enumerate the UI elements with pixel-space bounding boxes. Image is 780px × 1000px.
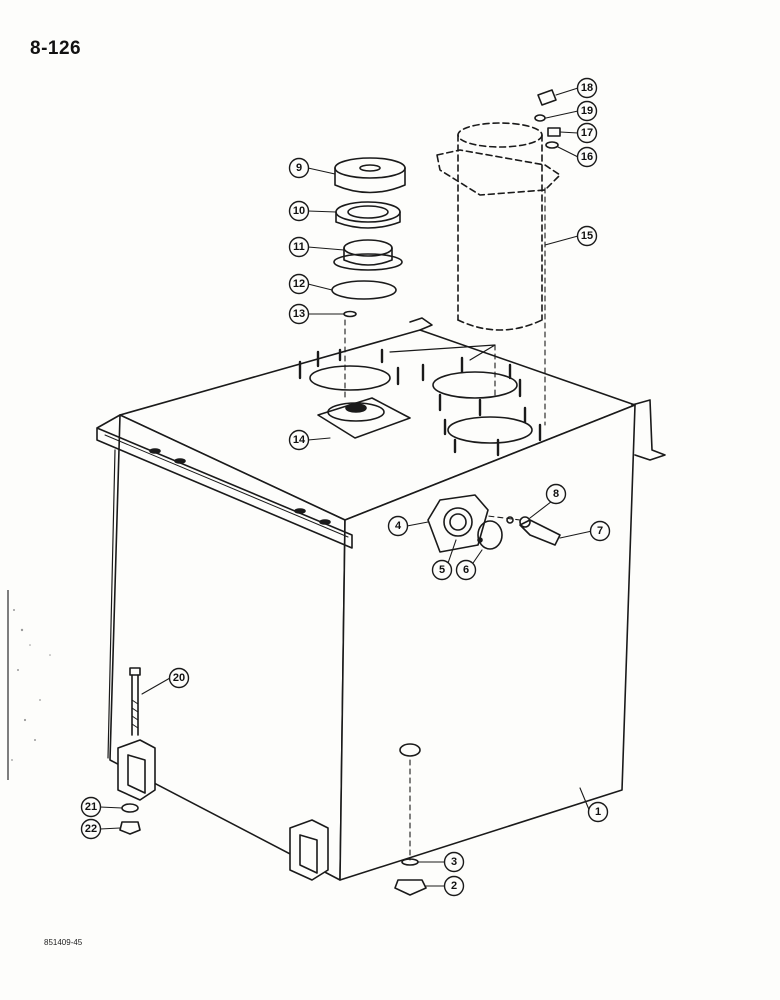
callout-16 [576,146,598,168]
callout-18 [576,77,598,99]
callout-12 [288,273,310,295]
callout-label-16: 16 [581,151,593,163]
callout-label-20: 20 [173,672,185,684]
callout-17 [576,122,598,144]
callout-1 [587,801,609,823]
callout-label-1: 1 [595,806,601,818]
callout-4 [387,515,409,537]
callout-label-14: 14 [293,434,306,446]
callout-label-22: 22 [85,823,97,835]
callout-10 [288,200,310,222]
callout-label-2: 2 [451,880,457,892]
filter-assembly [436,122,561,331]
callout-15 [576,225,598,247]
callout-13 [288,303,310,325]
callout-label-9: 9 [296,162,302,174]
callout-22 [80,818,102,840]
drain-parts [394,743,427,896]
callout-label-3: 3 [451,856,457,868]
callout-2 [443,875,465,897]
callout-7 [589,520,611,542]
filter-top-fittings [534,89,561,149]
callout-21 [80,796,102,818]
callout-label-7: 7 [597,525,603,537]
callout-label-11: 11 [293,241,305,253]
callout-3 [443,851,465,873]
callout-label-21: 21 [85,801,97,813]
callout-14 [288,429,310,451]
callout-label-5: 5 [439,564,445,576]
callout-label-4: 4 [395,520,402,532]
tank-top-openings [298,348,542,457]
callout-label-12: 12 [293,278,305,290]
callout-8 [545,483,567,505]
callout-9 [288,157,310,179]
callout-label-13: 13 [293,308,305,320]
callout-label-19: 19 [581,105,593,117]
callout-label-15: 15 [581,230,593,242]
sight-gauge-group [427,494,561,553]
mount-bolt-group [119,667,141,835]
callout-label-10: 10 [293,205,305,217]
scan-noise [11,609,51,761]
callout-19 [576,100,598,122]
callout-label-8: 8 [553,488,559,500]
callout-label-6: 6 [463,564,469,576]
callout-5 [431,559,453,581]
callout-11 [288,236,310,258]
callout-6 [455,559,477,581]
callout-label-17: 17 [581,127,593,139]
figure-code: 851409-45 [44,938,83,947]
breather-stack [331,157,406,318]
callout-label-18: 18 [581,82,593,94]
callout-20 [168,667,190,689]
page-number: 8-126 [30,38,82,59]
